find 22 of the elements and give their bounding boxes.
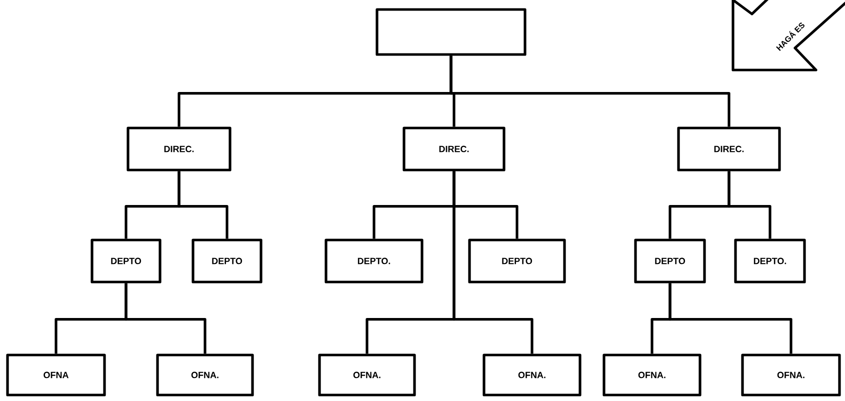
department-box: DEPTO [468, 238, 566, 284]
director-box: DIREC. [402, 126, 506, 172]
org-box [376, 8, 526, 56]
connector-line [178, 171, 228, 239]
department-box: DEPTO [192, 238, 262, 284]
department-box: DEPTO. [734, 238, 806, 284]
connector-line [728, 171, 772, 239]
office-box: OFNA. [602, 354, 702, 396]
department-box: DEPTO [634, 238, 706, 284]
connector-line [124, 283, 206, 354]
connector-line [450, 56, 730, 127]
office-box: OFNA. [741, 354, 841, 396]
office-box: OFNA. [318, 354, 416, 396]
department-box: DEPTO. [324, 238, 424, 284]
director-box: DIREC. [677, 126, 781, 172]
office-box: OFNA. [156, 354, 254, 396]
office-box: OFNA. [482, 354, 582, 396]
department-box: DEPTO [90, 238, 162, 284]
director-box: DIREC. [126, 126, 232, 172]
office-box: OFNA [6, 354, 106, 396]
connector-line [668, 283, 792, 354]
connector-line [452, 171, 534, 354]
